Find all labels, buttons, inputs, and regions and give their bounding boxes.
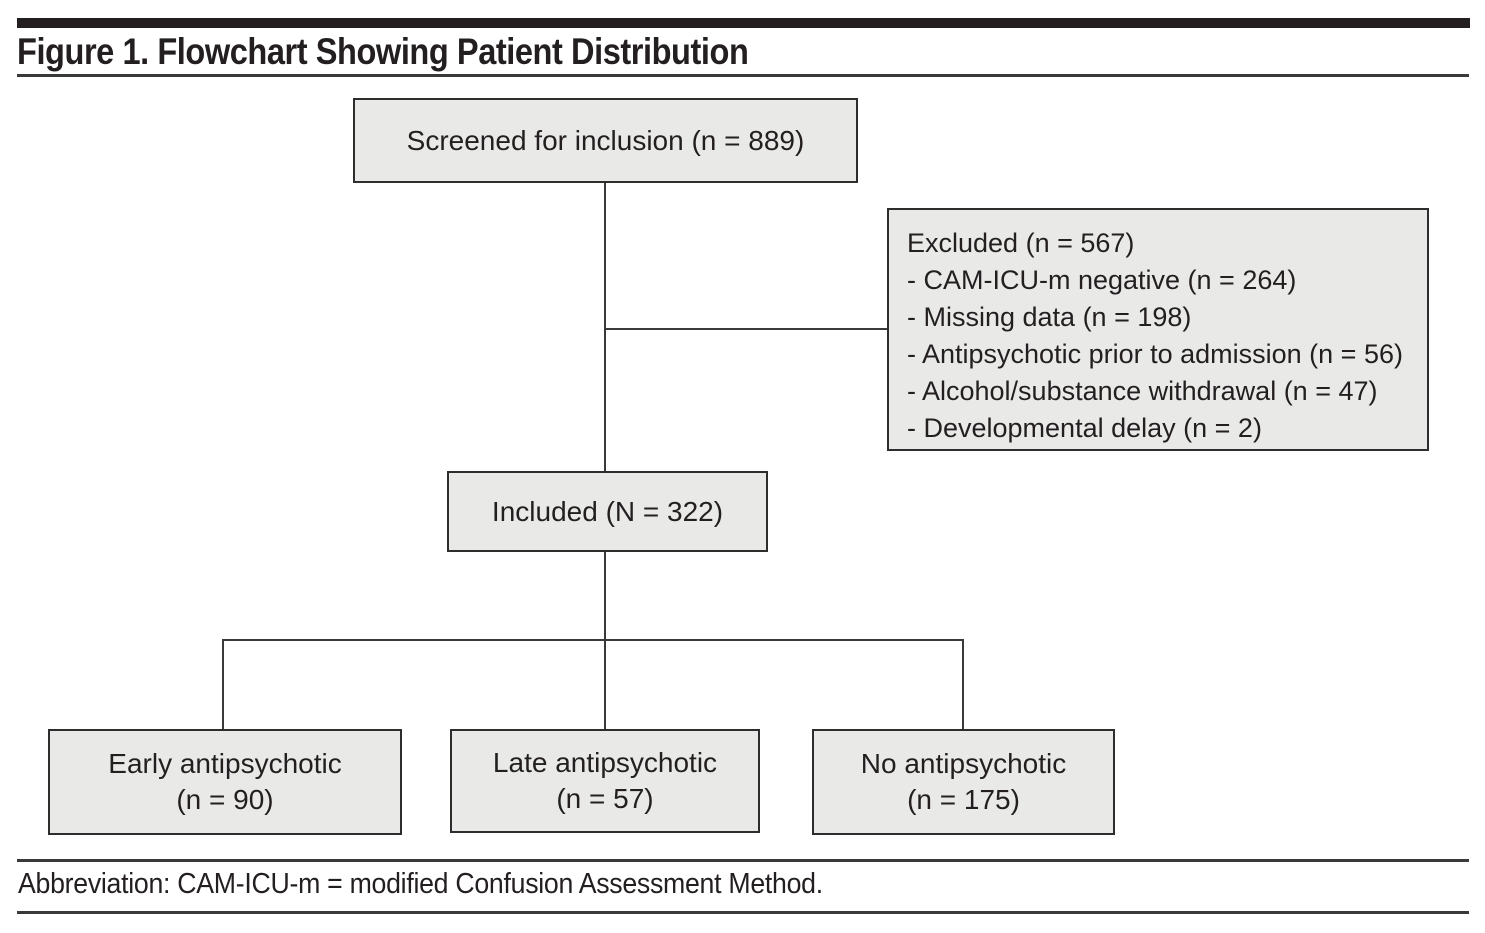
group-label: Early antipsychotic: [108, 748, 342, 779]
node-late-antipsychotic: Late antipsychotic (n = 57): [450, 729, 760, 833]
footnote-bottom-rule: [17, 911, 1469, 914]
connector-branch-left: [222, 640, 224, 729]
connector-screened-to-included: [604, 183, 606, 471]
node-included-label: Included (N = 322): [491, 495, 724, 527]
connector-to-excluded: [606, 328, 887, 330]
footnote-top-rule: [17, 859, 1469, 862]
connector-branch-right: [962, 640, 964, 729]
node-included: Included (N = 322): [447, 471, 768, 552]
excluded-item: - Antipsychotic prior to admission (n = …: [907, 339, 1403, 369]
excluded-item: - Alcohol/substance withdrawal (n = 47): [907, 376, 1378, 406]
excluded-item: - Developmental delay (n = 2): [907, 413, 1262, 443]
node-no-antipsychotic: No antipsychotic (n = 175): [812, 729, 1115, 835]
group-n: (n = 175): [907, 784, 1020, 815]
group-n: (n = 57): [556, 783, 654, 814]
node-screened: Screened for inclusion (n = 889): [353, 98, 858, 183]
group-label: No antipsychotic: [860, 748, 1067, 779]
excluded-item: - Missing data (n = 198): [907, 302, 1192, 332]
title-underline: [17, 74, 1469, 77]
figure-title: Figure 1. Flowchart Showing Patient Dist…: [17, 31, 749, 72]
top-rule-bar: [17, 18, 1470, 28]
group-label: Late antipsychotic: [492, 747, 718, 778]
node-early-antipsychotic: Early antipsychotic (n = 90): [48, 729, 402, 835]
node-screened-label: Screened for inclusion (n = 889): [406, 124, 805, 156]
node-excluded: Excluded (n = 567) - CAM-ICU-m negative …: [887, 208, 1429, 451]
group-n: (n = 90): [176, 784, 274, 815]
abbreviation-footnote: Abbreviation: CAM-ICU-m = modified Confu…: [18, 868, 823, 900]
excluded-header: Excluded (n = 567): [907, 228, 1135, 258]
excluded-item: - CAM-ICU-m negative (n = 264): [907, 265, 1297, 295]
connector-branch-horizontal: [222, 639, 964, 641]
